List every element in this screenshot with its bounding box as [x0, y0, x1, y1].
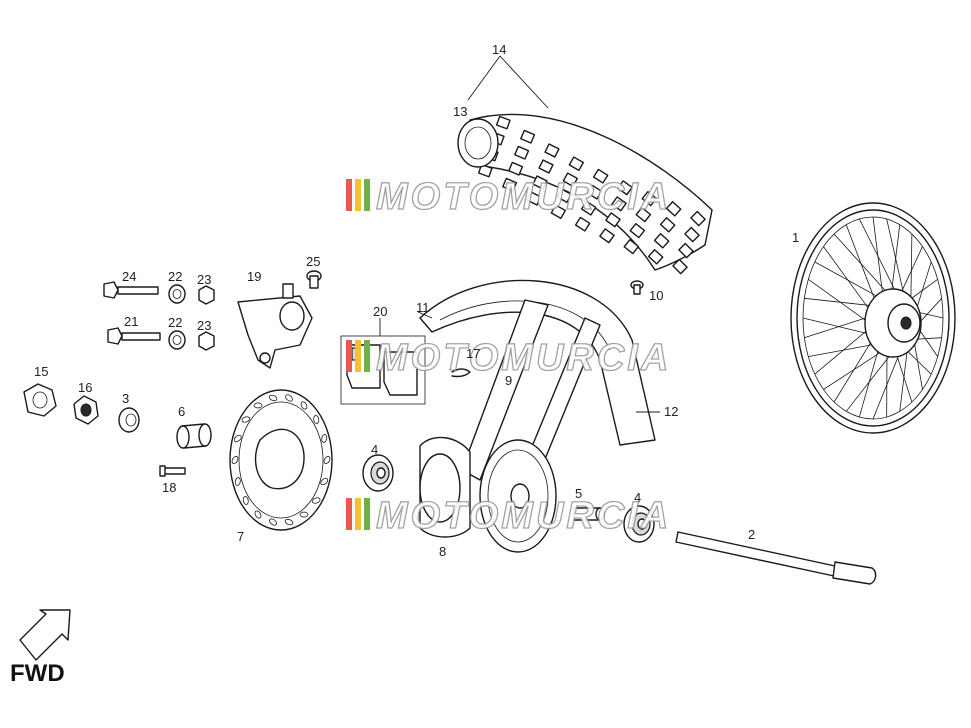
washers-22: [168, 284, 186, 350]
callout-14: 14: [492, 42, 506, 57]
callouts: 1 2 3 4 4 5 6 7 8 9 10 11 12 13 14 15 16…: [34, 42, 799, 559]
nut-16: [73, 395, 99, 425]
brake-disc: [229, 389, 333, 531]
watermark-middle: MOTOMURCIA: [346, 336, 671, 380]
spoked-wheel: [790, 202, 956, 434]
callout-7: 7: [237, 529, 244, 544]
spacer-6: [176, 423, 212, 449]
callout-15: 15: [34, 364, 48, 379]
fwd-label: FWD: [10, 660, 65, 687]
callout-16: 16: [78, 380, 92, 395]
watermark-bottom: MOTOMURCIA: [346, 494, 671, 538]
callout-10: 10: [649, 288, 663, 303]
svg-text:MOTOMURCIA: MOTOMURCIA: [376, 176, 671, 218]
callout-23a: 23: [197, 272, 211, 287]
callout-25: 25: [306, 254, 320, 269]
callout-13: 13: [453, 104, 467, 119]
bearing-4b: [623, 505, 655, 543]
callout-4a: 4: [371, 442, 378, 457]
bleed-screw: [306, 270, 322, 289]
callout-12: 12: [664, 404, 678, 419]
callout-19: 19: [247, 269, 261, 284]
callout-18: 18: [162, 480, 176, 495]
callout-17: 17: [466, 346, 480, 361]
watermark-top: MOTOMURCIA: [346, 175, 671, 219]
axle-shaft: [675, 531, 877, 585]
callout-2: 2: [748, 527, 755, 542]
callout-21: 21: [124, 314, 138, 329]
callout-8: 8: [439, 544, 446, 559]
callout-1: 1: [792, 230, 799, 245]
callout-23b: 23: [197, 318, 211, 333]
bearing-4a: [362, 454, 394, 492]
axle-nut-15: [23, 383, 57, 417]
callout-22b: 22: [168, 315, 182, 330]
leader-lines: [379, 55, 660, 413]
svg-text:MOTOMURCIA: MOTOMURCIA: [376, 337, 671, 379]
bolt-24: [103, 281, 159, 299]
svg-text:MOTOMURCIA: MOTOMURCIA: [376, 495, 671, 537]
spacer-5: [573, 507, 605, 521]
tyre: [457, 113, 713, 275]
wheel-hub: [419, 436, 557, 553]
callout-22a: 22: [168, 269, 182, 284]
callout-9: 9: [505, 373, 512, 388]
callout-5: 5: [575, 486, 582, 501]
callout-11: 11: [416, 300, 430, 315]
callout-4b: 4: [634, 490, 641, 505]
clip-9: [451, 368, 471, 378]
nuts-23: [198, 285, 215, 351]
brake-caliper: [237, 283, 313, 369]
callout-6: 6: [178, 404, 185, 419]
fwd-arrow-icon: [19, 609, 71, 661]
callout-3: 3: [122, 391, 129, 406]
callout-20: 20: [373, 304, 387, 319]
callout-24: 24: [122, 269, 136, 284]
screw-10: [630, 280, 644, 295]
screw-18: [159, 465, 186, 477]
seal-3: [118, 407, 140, 433]
bolt-21: [107, 327, 161, 345]
